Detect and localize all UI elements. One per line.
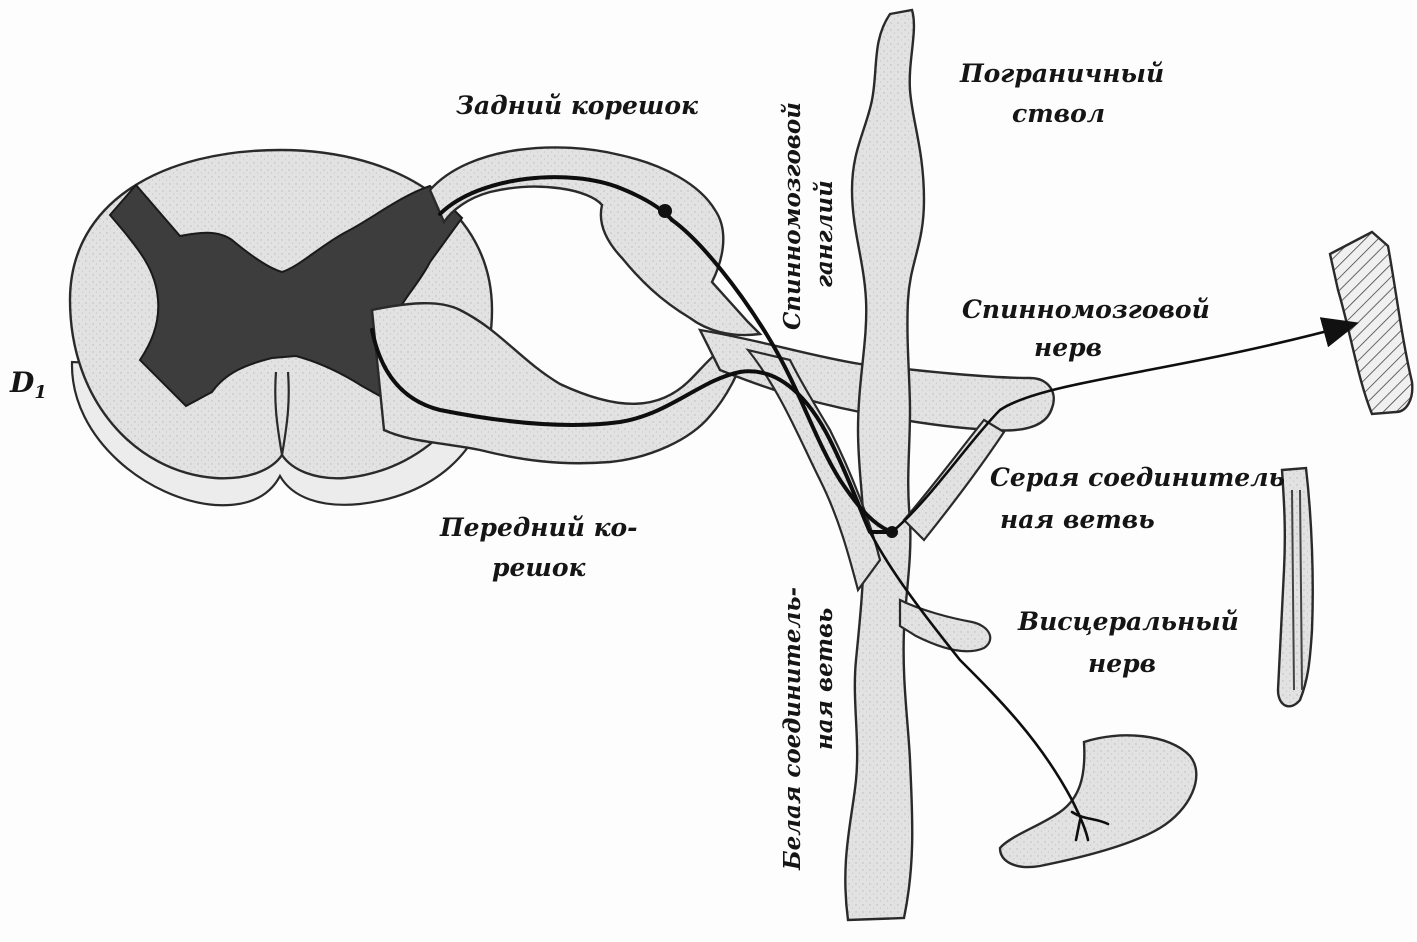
anterior-root-label-line1: Передний ко- bbox=[439, 513, 638, 542]
ganglion-neuron-body bbox=[658, 204, 672, 218]
spinal-ganglion-label: Спинномозговой ганглий bbox=[779, 102, 838, 330]
visceral-organ bbox=[1000, 735, 1196, 867]
spinal-nerve-label-line1: Спинномозговой bbox=[962, 295, 1210, 324]
white-ramus-label-line2: ная ветвь bbox=[811, 608, 838, 750]
anterior-root-shape bbox=[372, 303, 748, 463]
skeletal-muscle bbox=[1330, 232, 1412, 414]
visceral-nerve-shape bbox=[900, 600, 990, 651]
white-ramus-label: Белая соединитель- ная ветвь bbox=[779, 587, 838, 871]
vessel-smooth-muscle bbox=[1278, 468, 1313, 706]
posterior-root-label: Задний корешок bbox=[456, 91, 699, 120]
sympathetic-trunk-label-line2: ствол bbox=[1012, 99, 1105, 128]
white-ramus-label-line1: Белая соединитель- bbox=[779, 587, 806, 871]
sympathetic-trunk-label-line1: Пограничный bbox=[959, 59, 1164, 88]
spinal-nerve-label-line2: нерв bbox=[1034, 333, 1102, 362]
gray-ramus-shape bbox=[904, 420, 1004, 540]
visceral-nerve-label-line2: нерв bbox=[1088, 649, 1156, 678]
sympathetic-trunk-shape bbox=[845, 10, 924, 920]
spinal-ganglion-label-line1: Спинномозговой bbox=[779, 102, 806, 330]
spinal-ganglion-label-line2: ганглий bbox=[811, 180, 838, 288]
gray-ramus-label-line1: Серая соединитель bbox=[990, 463, 1285, 492]
anterior-root-label-line2: решок bbox=[492, 553, 587, 582]
segment-label: D1 bbox=[9, 366, 47, 403]
visceral-nerve-label-line1: Висцеральный bbox=[1017, 607, 1239, 636]
gray-ramus-label-line2: ная ветвь bbox=[1000, 505, 1155, 534]
